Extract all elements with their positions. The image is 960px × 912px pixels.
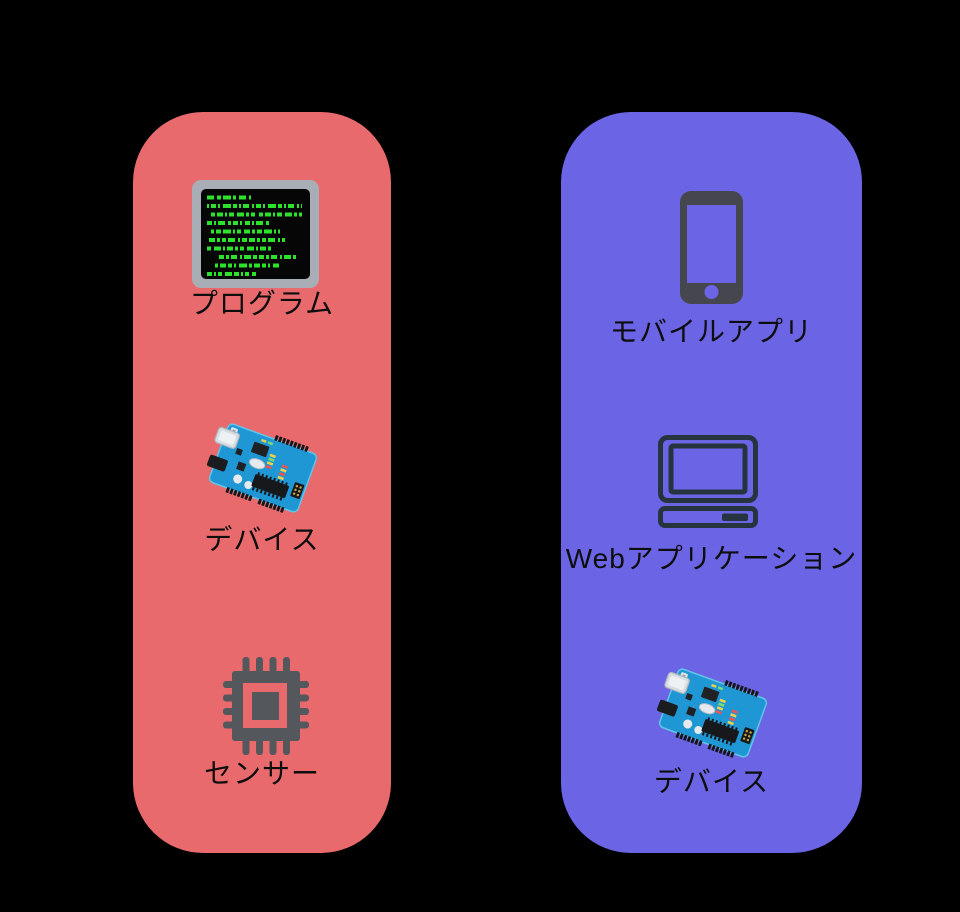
- sensor-label: センサー: [203, 758, 320, 789]
- left-panel: プログラム デバイス: [133, 112, 391, 853]
- chip-sensor-icon: [223, 654, 309, 758]
- right-panel: モバイルアプリ Webアプリケーション デバイス: [561, 112, 862, 853]
- arduino-board-icon: [648, 653, 778, 763]
- terminal-program-icon: [192, 180, 319, 288]
- mobile-app-label: モバイルアプリ: [609, 316, 813, 347]
- smartphone-icon: [680, 191, 743, 304]
- program-label: プログラム: [189, 288, 335, 319]
- desktop-computer-icon: [658, 435, 758, 528]
- web-app-label: Webアプリケーション: [565, 543, 858, 574]
- arduino-board-icon: [198, 408, 328, 518]
- device-label-right: デバイス: [653, 766, 770, 797]
- device-label-left: デバイス: [204, 524, 320, 555]
